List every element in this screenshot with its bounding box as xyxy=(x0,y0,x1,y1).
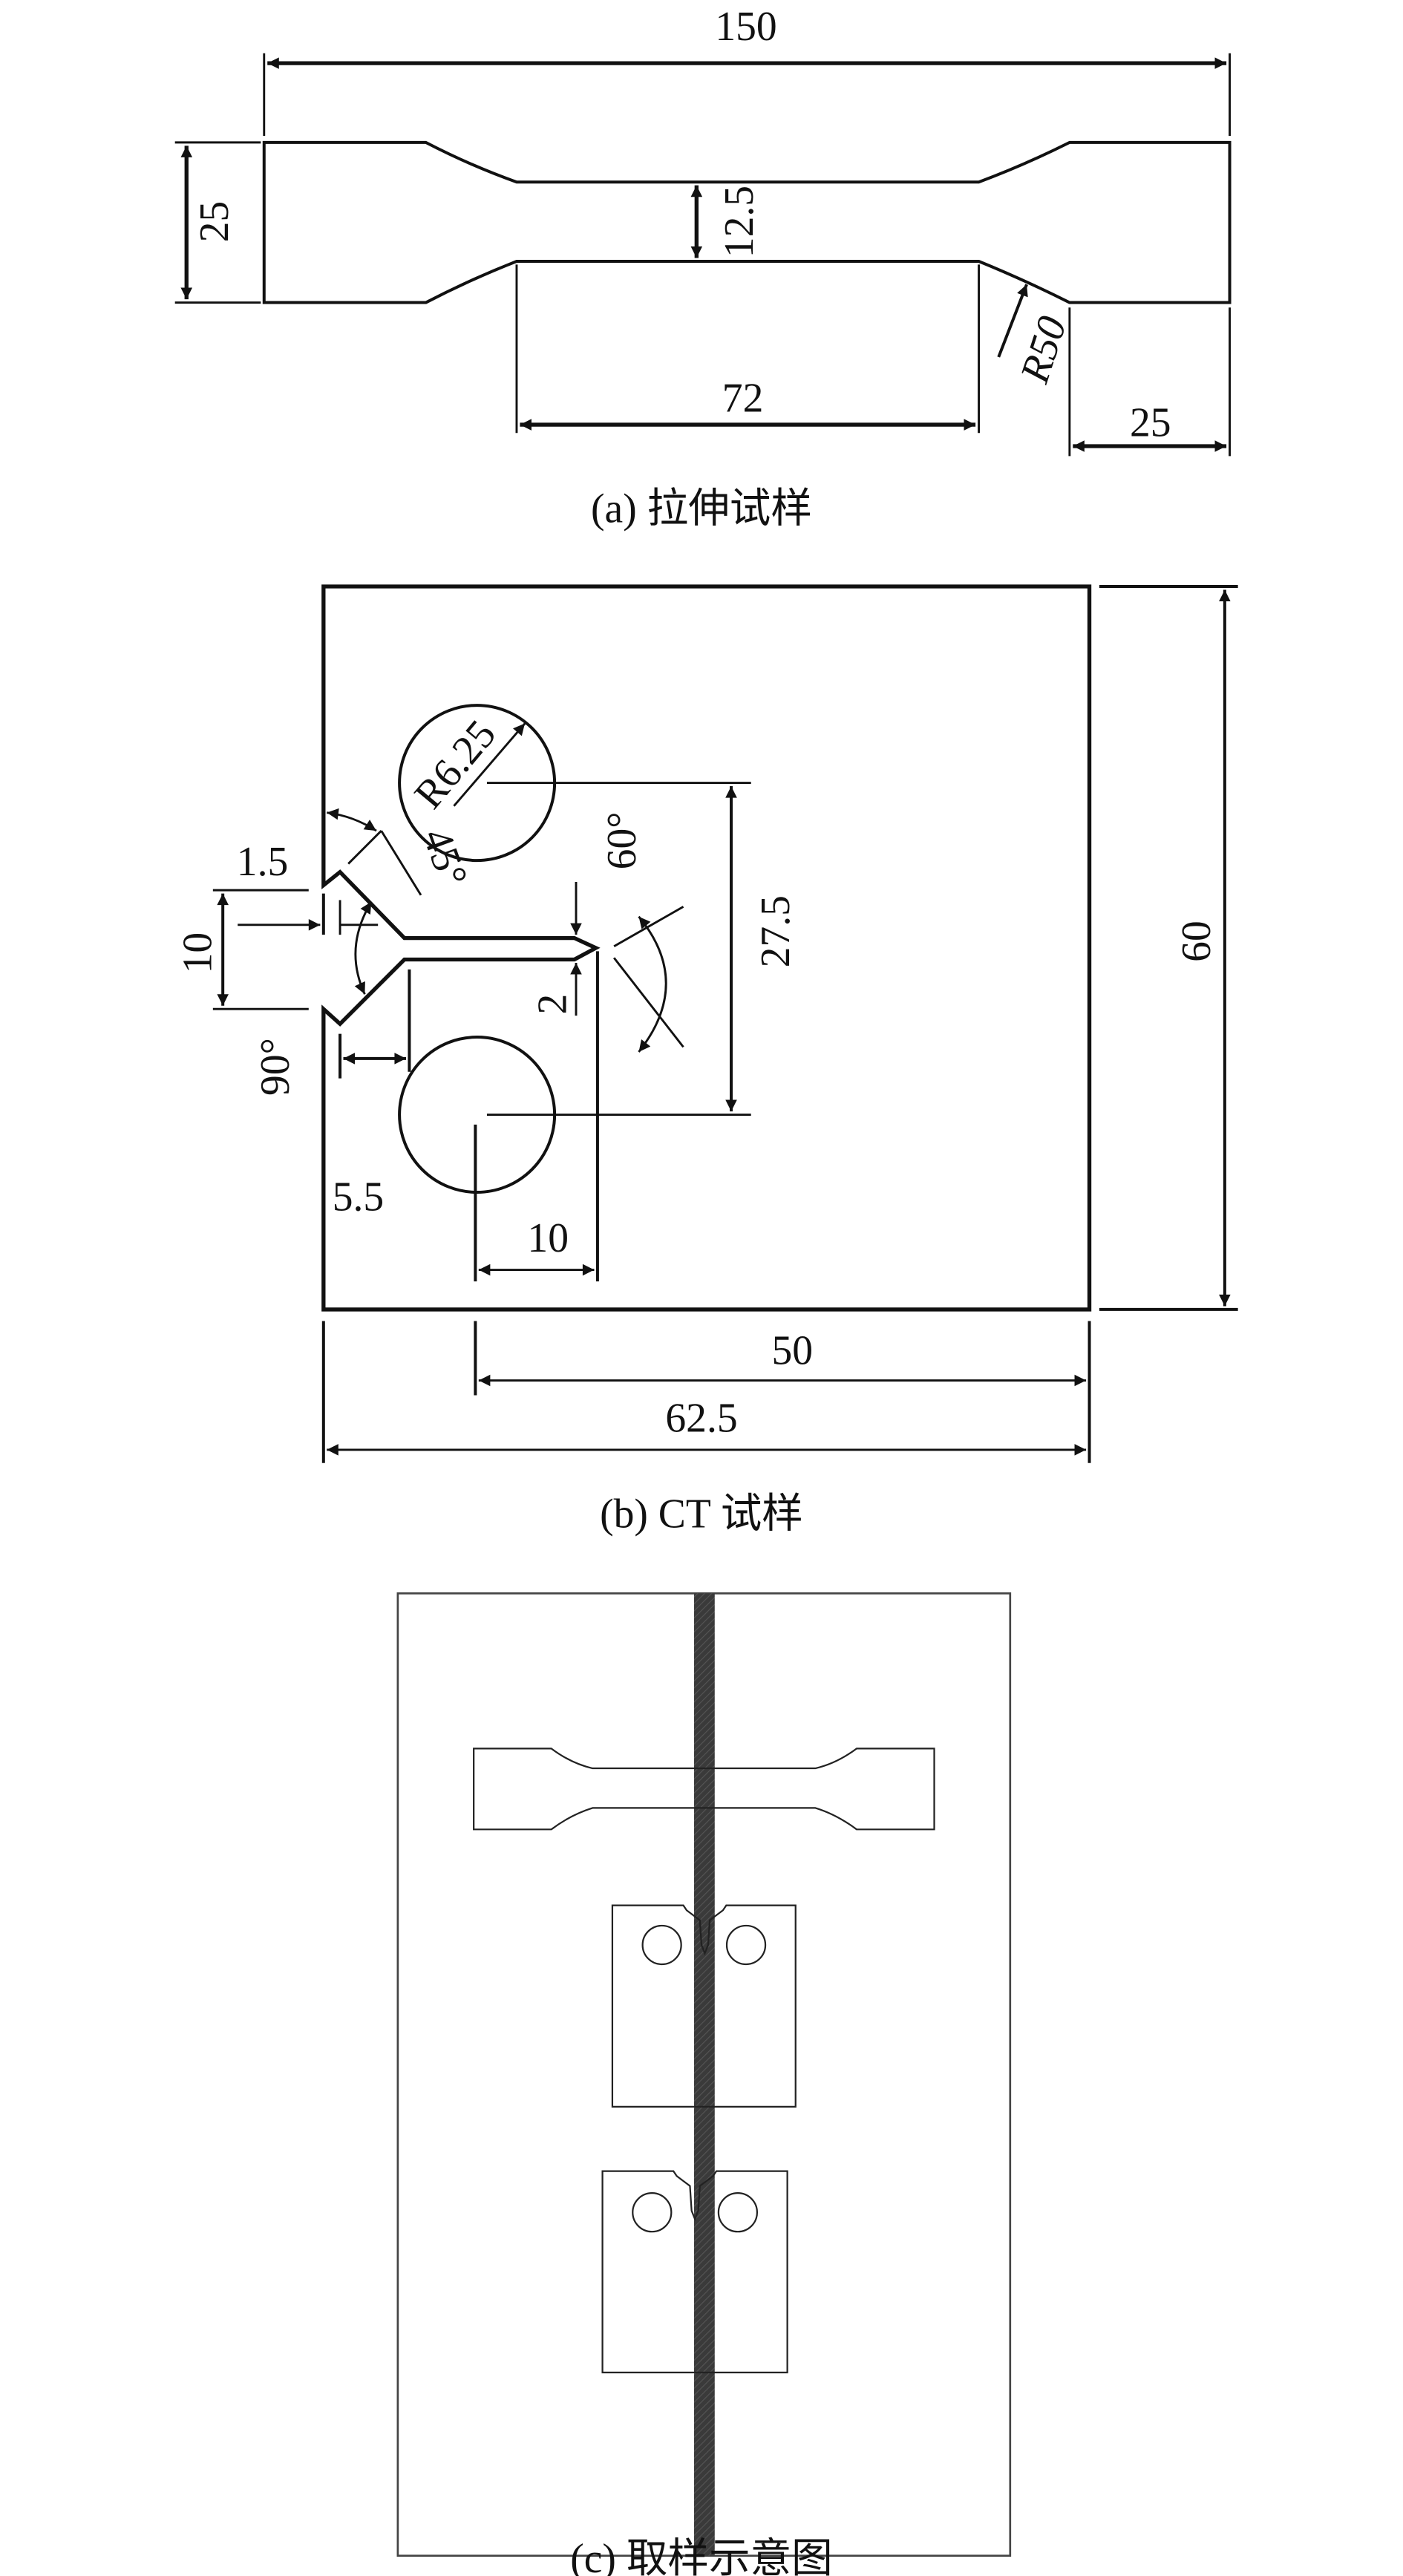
caption-a: (a) 拉伸试样 xyxy=(591,486,812,532)
panel-a-tensile-specimen: 150 25 12.5 72 R50 25 (a) 拉伸试样 xyxy=(174,4,1232,532)
dim-label-60-deg: 60° xyxy=(599,812,645,870)
dim-label-1-5: 1.5 xyxy=(237,839,288,885)
tensile-specimen-outline xyxy=(262,140,1232,304)
ct-specimen-location-1 xyxy=(611,1904,797,2108)
dim-label-60: 60 xyxy=(1174,921,1220,962)
extension-line xyxy=(380,830,422,896)
angle-leg xyxy=(613,957,684,1048)
dim-label-25-width: 25 xyxy=(192,201,238,243)
panel-c-sampling-layout: (c) 取样示意图 xyxy=(396,1592,1012,2576)
dim-label-10-opening: 10 xyxy=(175,932,221,974)
dim-label-10-hole: 10 xyxy=(527,1215,569,1261)
dim-label-62-5: 62.5 xyxy=(665,1395,737,1441)
caption-b: (b) CT 试样 xyxy=(600,1491,803,1537)
angle-arc-45 xyxy=(327,808,377,832)
dim-label-12-5: 12.5 xyxy=(716,186,762,258)
caption-c: (c) 取样示意图 xyxy=(570,2536,832,2576)
panel-b-ct-specimen: R6.25 27.5 60 45° 1.5 10 90° 5 xyxy=(175,584,1238,1537)
dim-label-27-5: 27.5 xyxy=(753,895,799,967)
ct-specimen-location-2 xyxy=(601,2170,788,2373)
weld-seam xyxy=(693,1593,715,2556)
dim-label-5-5: 5.5 xyxy=(333,1174,384,1220)
dim-label-90-deg: 90° xyxy=(252,1038,298,1096)
dim-label-25-grip: 25 xyxy=(1130,400,1171,446)
dim-label-150: 150 xyxy=(715,4,776,50)
dim-label-r50: R50 xyxy=(1011,311,1076,389)
dim-label-2: 2 xyxy=(530,994,576,1015)
ct-specimen-outline xyxy=(321,584,1092,1312)
angle-arc-90 xyxy=(354,900,373,995)
radius-leader-r6-25 xyxy=(453,722,526,807)
dim-label-50: 50 xyxy=(772,1327,814,1373)
dim-label-45-deg: 45° xyxy=(413,823,477,892)
extension-line xyxy=(347,830,382,865)
dim-label-72: 72 xyxy=(722,375,764,421)
tensile-specimen-location xyxy=(473,1748,935,1831)
angle-arc-60 xyxy=(638,915,667,1053)
radius-leader-r50 xyxy=(997,284,1028,358)
angle-leg xyxy=(613,906,684,947)
